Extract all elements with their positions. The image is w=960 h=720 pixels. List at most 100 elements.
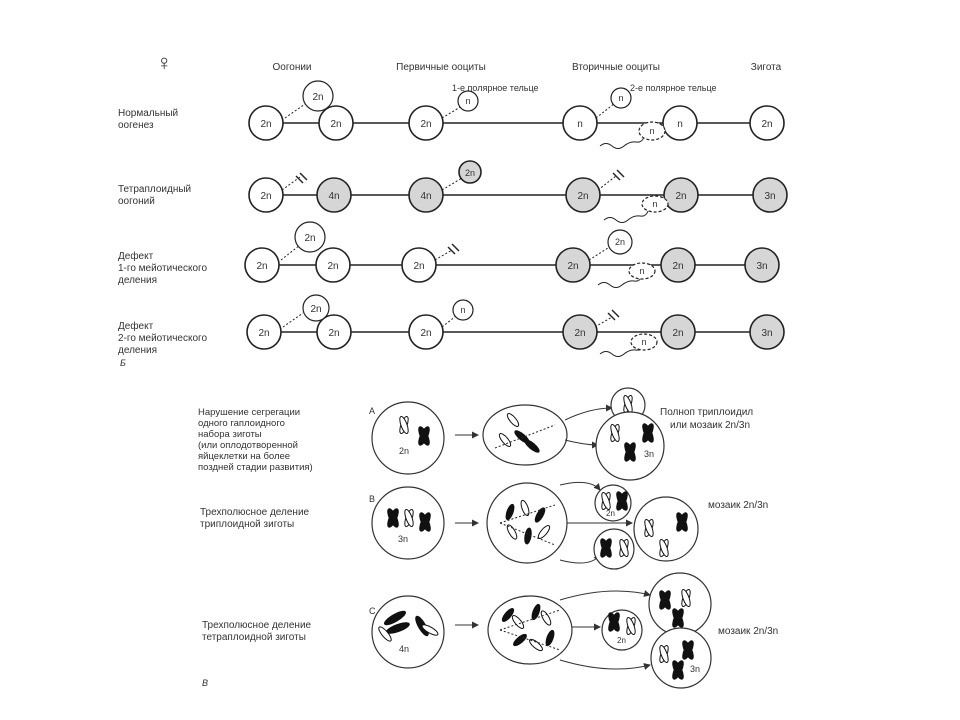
zygote-cell bbox=[752, 177, 788, 213]
column-header-zygote: Зигота bbox=[751, 62, 782, 73]
svg-text:Нормальный: Нормальный bbox=[118, 108, 178, 119]
secondary-oocyte-cell bbox=[555, 247, 591, 283]
oogonium-cell bbox=[246, 314, 282, 350]
daughter-cell bbox=[633, 496, 699, 562]
ploidy-label: 2n bbox=[672, 328, 683, 339]
second-polar-body-label: 2-е полярное тельце bbox=[630, 83, 717, 93]
ploidy-label: n bbox=[577, 119, 583, 130]
polar-body bbox=[610, 87, 632, 109]
ploidy-label: n bbox=[639, 266, 644, 276]
ploidy-label: 2n bbox=[420, 119, 431, 130]
secondary-oocyte-cell bbox=[660, 247, 696, 283]
svg-text:деления: деления bbox=[118, 345, 157, 356]
ploidy-label: 3n bbox=[398, 534, 408, 544]
ploidy-label: 2n bbox=[567, 261, 578, 272]
zygote-cell bbox=[744, 247, 780, 283]
ploidy-label: n bbox=[652, 199, 657, 209]
ploidy-label: 3n bbox=[690, 664, 700, 674]
ploidy-label: 2n bbox=[312, 92, 323, 103]
row-c-tripolar-tetraploid: Трехполюсное деление тетраплоидной зигот… bbox=[202, 572, 778, 689]
result-label: или мозаик 2n/3n bbox=[670, 420, 750, 431]
secondary-oocyte-cell bbox=[562, 314, 598, 350]
secondary-oocyte-cell bbox=[565, 177, 601, 213]
sperm-nucleus bbox=[628, 262, 656, 280]
svg-text:Трехполюсное деление: Трехполюсное деление bbox=[202, 620, 312, 631]
secondary-oocyte-cell bbox=[663, 177, 699, 213]
polar-body bbox=[452, 299, 474, 321]
svg-text:Тетраплоидный: Тетраплоидный bbox=[118, 184, 191, 195]
row-a-description: Нарушение сегрегации одного гаплоидного … bbox=[198, 407, 313, 473]
row-label-defect-meiosis-2: Дефект 2-го мейотического деления bbox=[118, 320, 207, 356]
sperm-nucleus bbox=[638, 121, 666, 141]
row-a-segregation-failure: Нарушение сегрегации одного гаплоидного … bbox=[198, 387, 753, 481]
ploidy-label: n bbox=[677, 119, 683, 130]
primary-oocyte-cell bbox=[408, 105, 444, 141]
secondary-oocyte-cell bbox=[660, 314, 696, 350]
secondary-oocyte-cell bbox=[662, 105, 698, 141]
svg-text:одного гаплоидного: одного гаплоидного bbox=[198, 418, 285, 429]
svg-text:яйцеклетки на более: яйцеклетки на более bbox=[198, 451, 290, 462]
ploidy-label: 2n bbox=[256, 261, 267, 272]
ploidy-label: 2n bbox=[577, 191, 588, 202]
ploidy-label: 2n bbox=[304, 233, 315, 244]
ploidy-label: 2n bbox=[328, 328, 339, 339]
ploidy-label: 2n bbox=[310, 304, 321, 315]
zygote-cell bbox=[749, 314, 785, 350]
sperm-nucleus bbox=[630, 333, 658, 351]
row-letter: A bbox=[369, 406, 375, 416]
svg-text:оогоний: оогоний bbox=[118, 196, 155, 207]
female-symbol-icon: ♀ bbox=[156, 50, 173, 75]
primary-oocyte-cell bbox=[408, 314, 444, 350]
ploidy-label: 2n bbox=[574, 328, 585, 339]
row-label-tetraploid: Тетраплоидный оогоний bbox=[118, 184, 191, 207]
ploidy-label: 2n bbox=[420, 328, 431, 339]
svg-text:Дефект: Дефект bbox=[118, 320, 154, 332]
ploidy-label: 2n bbox=[761, 119, 772, 130]
svg-text:деления: деления bbox=[118, 275, 157, 286]
svg-text:триплоидной зиготы: триплоидной зиготы bbox=[200, 519, 294, 530]
svg-text:Трехполюсное деление: Трехполюсное деление bbox=[200, 507, 310, 518]
zygote-cell bbox=[371, 401, 445, 475]
ploidy-label: 2n bbox=[258, 328, 269, 339]
svg-text:Дефект: Дефект bbox=[118, 250, 154, 262]
ploidy-label: n bbox=[618, 93, 623, 103]
ploidy-label: 2n bbox=[260, 191, 271, 202]
primary-oocyte-cell bbox=[401, 247, 437, 283]
polar-body bbox=[294, 221, 326, 253]
column-header-secondary-oocytes: Вторичные ооциты bbox=[572, 62, 660, 73]
svg-text:поздней стадии развития): поздней стадии развития) bbox=[198, 462, 313, 473]
oogonium-cell bbox=[248, 105, 284, 141]
ploidy-label: 2n bbox=[617, 636, 626, 645]
ploidy-label: n bbox=[465, 96, 470, 106]
ploidy-label: 2n bbox=[675, 191, 686, 202]
oogonium-cell bbox=[315, 247, 351, 283]
column-header-oogonia: Оогонии bbox=[272, 62, 311, 73]
polar-body bbox=[458, 160, 482, 184]
zygote-cell bbox=[371, 595, 445, 669]
ploidy-label: 3n bbox=[761, 328, 772, 339]
ploidy-label: 2n bbox=[465, 168, 475, 178]
ploidy-label: 2n bbox=[672, 261, 683, 272]
ploidy-label: n bbox=[641, 337, 646, 347]
polar-body bbox=[607, 229, 633, 255]
svg-text:2-го мейотического: 2-го мейотического bbox=[118, 333, 207, 344]
row-tetraploid-oogonium: 2n 4n 4n 2n 2n 3n 2n n bbox=[248, 160, 788, 223]
ploidy-label: 2n bbox=[615, 237, 625, 247]
svg-text:1-го мейотического: 1-го мейотического bbox=[118, 263, 207, 274]
ploidy-label: 4n bbox=[420, 191, 431, 202]
svg-text:(или оплодотворенной: (или оплодотворенной bbox=[198, 440, 298, 451]
oogonium-cell bbox=[244, 247, 280, 283]
ploidy-label: n bbox=[460, 305, 465, 315]
dividing-cell bbox=[486, 482, 568, 564]
row-b-tripolar-triploid: Трехполюсное деление триплоидной зиготы … bbox=[200, 481, 768, 570]
first-polar-body-label: 1-е полярное тельце bbox=[452, 83, 539, 93]
sperm-nucleus bbox=[641, 195, 669, 213]
oogonium-cell bbox=[316, 314, 352, 350]
row-b-description: Трехполюсное деление триплоидной зиготы bbox=[200, 507, 310, 530]
row-letter: C bbox=[369, 606, 376, 616]
row-c-description: Трехполюсное деление тетраплоидной зигот… bbox=[202, 620, 312, 643]
daughter-cell bbox=[650, 627, 712, 689]
row-letter: B bbox=[369, 494, 375, 504]
ploidy-label: 2n bbox=[413, 261, 424, 272]
svg-text:тетраплоидной зиготы: тетраплоидной зиготы bbox=[202, 632, 306, 643]
